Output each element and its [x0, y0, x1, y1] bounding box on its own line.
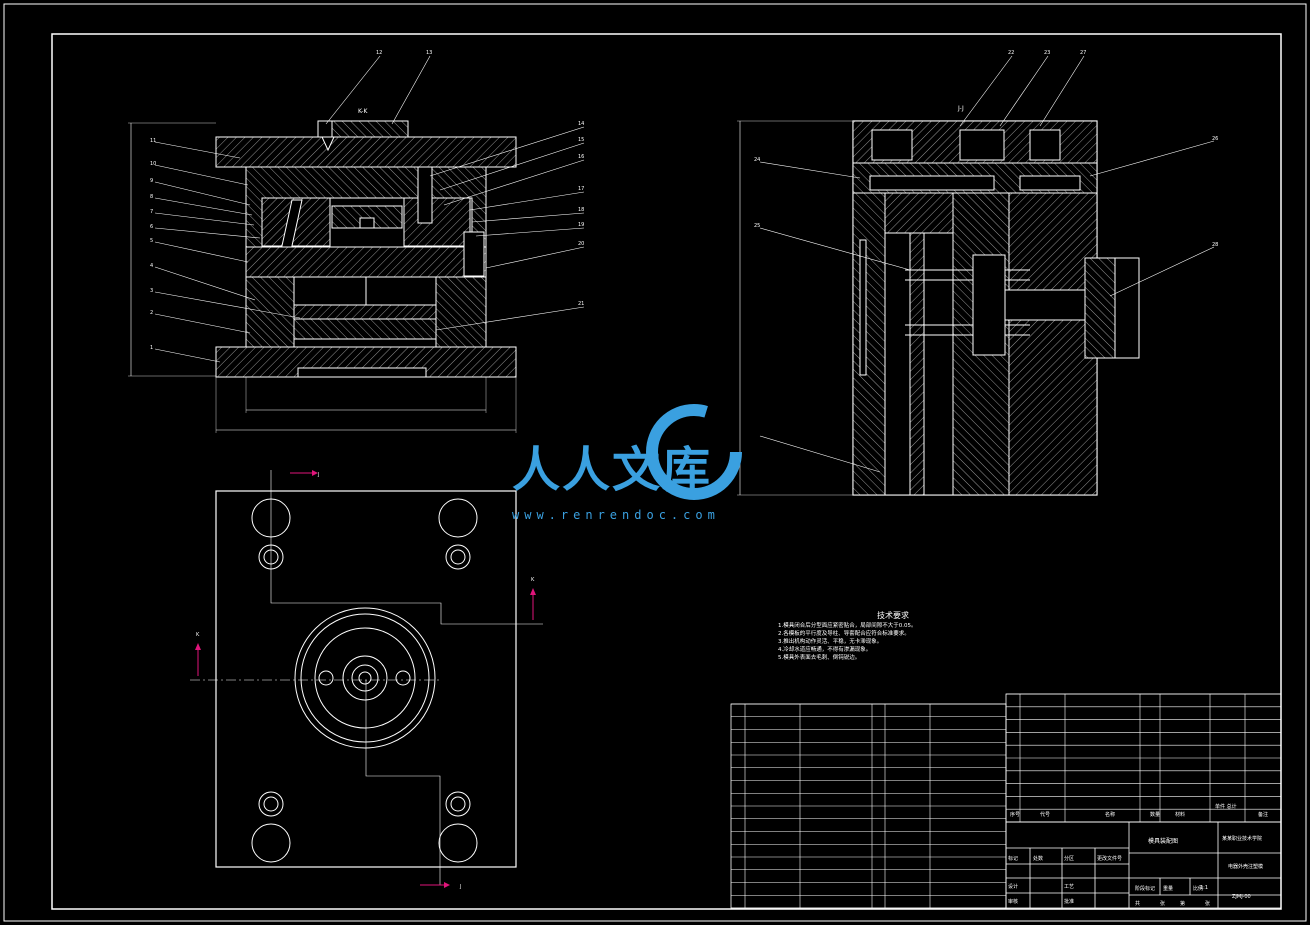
svg-text:电器外壳注塑模: 电器外壳注塑模: [1228, 863, 1263, 870]
svg-text:20: 20: [578, 241, 584, 247]
svg-text:K-K: K-K: [358, 108, 368, 115]
svg-text:更改文件号: 更改文件号: [1097, 855, 1122, 862]
callouts-right: 14 15 16 17 18 19 20 21 12 13: [376, 50, 584, 307]
svg-text:序号: 序号: [1010, 811, 1020, 818]
note-line: 5.模具外表面去毛刺、倒钝锐边。: [778, 655, 861, 661]
svg-text:18: 18: [578, 207, 584, 213]
svg-text:批准: 批准: [1064, 898, 1074, 905]
svg-text:重量: 重量: [1163, 885, 1173, 892]
svg-text:设计: 设计: [1008, 883, 1018, 890]
svg-text:17: 17: [578, 186, 584, 192]
view-plan: J J K K: [190, 470, 543, 890]
svg-text:19: 19: [578, 222, 584, 228]
watermark-url: www.renrendoc.com: [512, 508, 720, 522]
svg-text:数量: 数量: [1150, 811, 1160, 818]
note-line: 2.各模板的平行度及导柱、导套配合应符合标准要求。: [778, 631, 910, 637]
svg-text:27: 27: [1080, 50, 1086, 56]
callouts-jj: 22 23 27 24 25 26 28: [754, 50, 1218, 248]
callouts-left: 11 10 9 8 7 6 5 4 3 2 1: [150, 138, 156, 351]
svg-text:25: 25: [754, 223, 760, 229]
svg-text:6: 6: [150, 224, 153, 230]
svg-text:模具装配图: 模具装配图: [1148, 837, 1178, 845]
svg-text:8: 8: [150, 194, 153, 200]
svg-text:2: 2: [150, 310, 153, 316]
svg-text:12: 12: [376, 50, 382, 56]
svg-text:26: 26: [1212, 136, 1218, 142]
svg-text:标记: 标记: [1008, 855, 1018, 862]
svg-text:15: 15: [578, 137, 584, 143]
svg-text:阶段标记: 阶段标记: [1135, 885, 1155, 892]
svg-text:张: 张: [1205, 900, 1210, 907]
svg-text:1: 1: [150, 345, 153, 351]
svg-text:J: J: [459, 884, 461, 890]
svg-text:比例: 比例: [1193, 885, 1203, 892]
svg-text:ZJMJ-00: ZJMJ-00: [1232, 894, 1251, 900]
svg-text:某某职业技术学院: 某某职业技术学院: [1222, 835, 1262, 842]
outer-border: [3, 3, 1307, 922]
svg-text:第: 第: [1180, 900, 1185, 907]
svg-text:共: 共: [1135, 900, 1140, 907]
notes-title: 技术要求: [877, 611, 909, 620]
svg-text:J-J: J-J: [957, 105, 964, 112]
svg-text:1:1: 1:1: [1200, 885, 1208, 891]
svg-text:23: 23: [1044, 50, 1050, 56]
svg-text:名称: 名称: [1105, 811, 1115, 818]
svg-text:21: 21: [578, 301, 584, 307]
svg-text:3: 3: [150, 288, 153, 294]
svg-text:审核: 审核: [1008, 898, 1018, 905]
bom-rows: [731, 693, 1281, 909]
svg-text:J: J: [317, 472, 319, 478]
watermark-logo-icon: [646, 404, 742, 500]
svg-text:11: 11: [150, 138, 156, 144]
watermark: 人人文库 www.renrendoc.com: [512, 400, 802, 530]
svg-text:7: 7: [150, 209, 153, 215]
note-line: 4.冷却水道应畅通，不得有渗漏现象。: [778, 647, 872, 653]
svg-text:K: K: [531, 577, 535, 583]
svg-text:9: 9: [150, 178, 153, 184]
view-section-jj: J-J 22 23 27 24 25 26 28: [737, 50, 1218, 496]
svg-text:4: 4: [150, 263, 153, 269]
svg-text:10: 10: [150, 161, 156, 167]
svg-text:13: 13: [426, 50, 432, 56]
svg-text:5: 5: [150, 238, 153, 244]
note-line: 1.模具闭合后分型面应紧密贴合，局部间隙不大于0.05。: [778, 623, 917, 629]
svg-text:备注: 备注: [1258, 811, 1268, 818]
svg-text:材料: 材料: [1175, 811, 1185, 818]
svg-text:K: K: [196, 632, 200, 638]
svg-text:单件 总计: 单件 总计: [1215, 803, 1237, 810]
svg-text:16: 16: [578, 154, 584, 160]
svg-text:工艺: 工艺: [1064, 884, 1074, 890]
svg-text:张: 张: [1160, 900, 1165, 907]
svg-text:22: 22: [1008, 50, 1014, 56]
svg-text:处数: 处数: [1033, 855, 1043, 862]
watermark-text: 人人文库: [512, 442, 713, 498]
svg-text:分区: 分区: [1064, 855, 1074, 862]
svg-text:14: 14: [578, 121, 584, 127]
svg-text:代号: 代号: [1040, 811, 1050, 818]
technical-notes: 技术要求 1.模具闭合后分型面应紧密贴合，局部间隙不大于0.05。 2.各模板的…: [778, 612, 1008, 662]
title-block-text: 序号 代号 名称 数量 材料 单件 总计 备注 标记 处数 分区 更改文件号 设…: [1008, 803, 1268, 907]
svg-text:24: 24: [754, 157, 760, 163]
svg-text:28: 28: [1212, 242, 1218, 248]
view-section-kk: K-K: [128, 50, 584, 433]
inner-frame: [51, 33, 1282, 910]
note-line: 3.推出机构动作灵活、平稳，无卡滞现象。: [778, 639, 883, 645]
